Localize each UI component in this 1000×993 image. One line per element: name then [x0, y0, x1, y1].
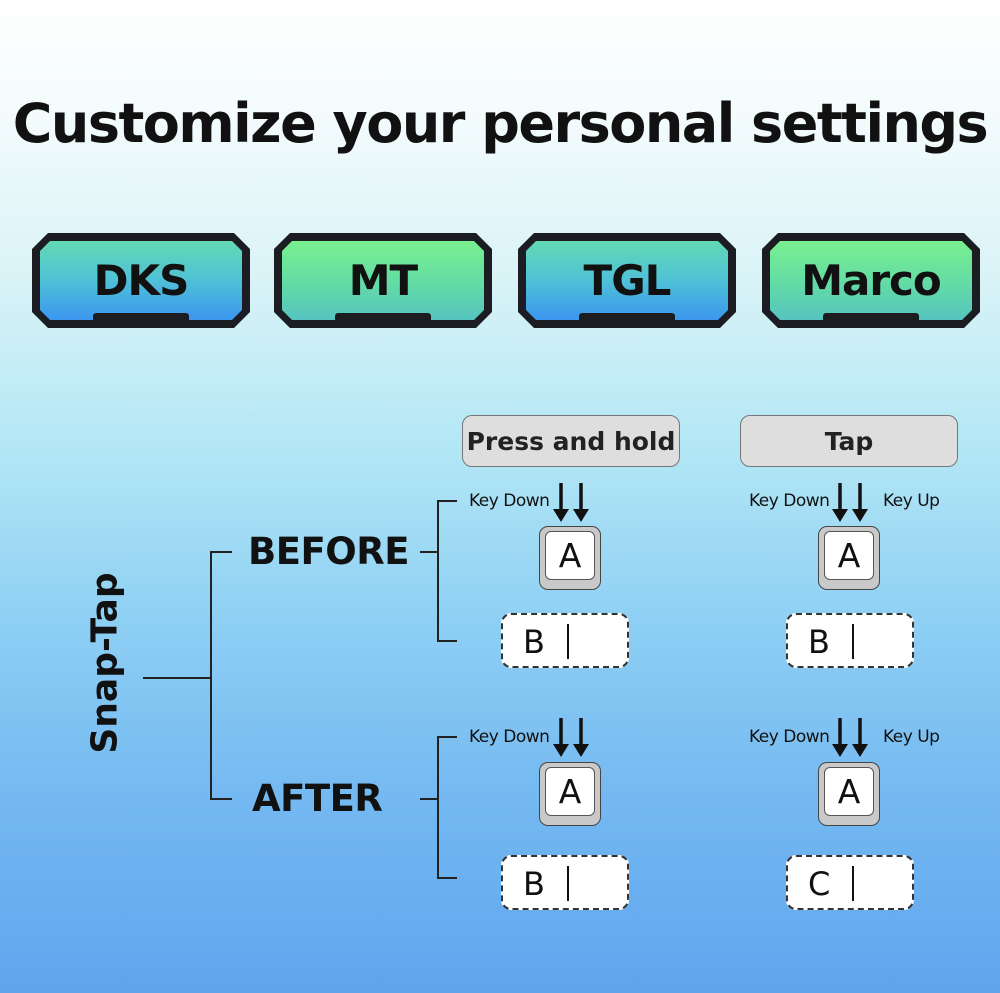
keycap-face: A — [824, 531, 874, 580]
connector-line — [143, 677, 211, 679]
output-box: B — [786, 613, 914, 668]
output-letter: C — [808, 865, 831, 903]
key-down-label: Key Down — [749, 491, 830, 511]
double-down-arrow-icon — [553, 718, 589, 757]
keycap-a: A — [539, 526, 601, 590]
keycap-face: A — [824, 767, 874, 816]
connector-line — [420, 798, 438, 800]
mode-button-face: MT — [282, 241, 484, 320]
keycap-a: A — [818, 526, 880, 590]
mode-button-face: TGL — [526, 241, 728, 320]
mode-label: Marco — [801, 256, 941, 305]
connector-line — [437, 500, 439, 642]
connector-line — [420, 551, 438, 553]
mode-label: DKS — [93, 256, 189, 305]
mode-button-mt[interactable]: MT — [274, 233, 492, 328]
mode-button-tgl[interactable]: TGL — [518, 233, 736, 328]
keycap-a: A — [818, 762, 880, 826]
key-up-label: Key Up — [883, 727, 940, 747]
output-box: C — [786, 855, 914, 910]
text-cursor — [852, 624, 854, 659]
page-title: Customize your personal settings — [12, 92, 989, 155]
double-down-arrow-icon — [832, 718, 868, 757]
connector-line — [437, 736, 457, 738]
key-down-label: Key Down — [469, 491, 550, 511]
keycap-a: A — [539, 762, 601, 826]
connector-line — [437, 640, 457, 642]
output-box: B — [501, 613, 629, 668]
stage-label-before: BEFORE — [248, 530, 409, 573]
text-cursor — [567, 866, 569, 901]
connector-line — [210, 551, 212, 800]
text-cursor — [852, 866, 854, 901]
mode-button-dks[interactable]: DKS — [32, 233, 250, 328]
mode-button-face: DKS — [40, 241, 242, 320]
key-down-label: Key Down — [469, 727, 550, 747]
mode-button-marco[interactable]: Marco — [762, 233, 980, 328]
connector-line — [210, 551, 232, 553]
connector-line — [210, 798, 232, 800]
output-letter: B — [523, 623, 545, 661]
column-header-tap: Tap — [740, 415, 958, 467]
mode-label: TGL — [583, 256, 671, 305]
output-letter: B — [808, 623, 830, 661]
connector-line — [437, 877, 457, 879]
key-up-label: Key Up — [883, 491, 940, 511]
output-letter: B — [523, 865, 545, 903]
key-down-label: Key Down — [749, 727, 830, 747]
connector-line — [437, 500, 457, 502]
snap-tap-label: Snap-Tap — [84, 572, 126, 754]
mode-label: MT — [348, 256, 418, 305]
mode-button-face: Marco — [770, 241, 972, 320]
text-cursor — [567, 624, 569, 659]
stage-label-after: AFTER — [252, 777, 383, 820]
connector-line — [437, 736, 439, 879]
double-down-arrow-icon — [832, 483, 868, 522]
column-header-press-and-hold: Press and hold — [462, 415, 680, 467]
keycap-face: A — [545, 767, 595, 816]
output-box: B — [501, 855, 629, 910]
double-down-arrow-icon — [553, 483, 589, 522]
keycap-face: A — [545, 531, 595, 580]
